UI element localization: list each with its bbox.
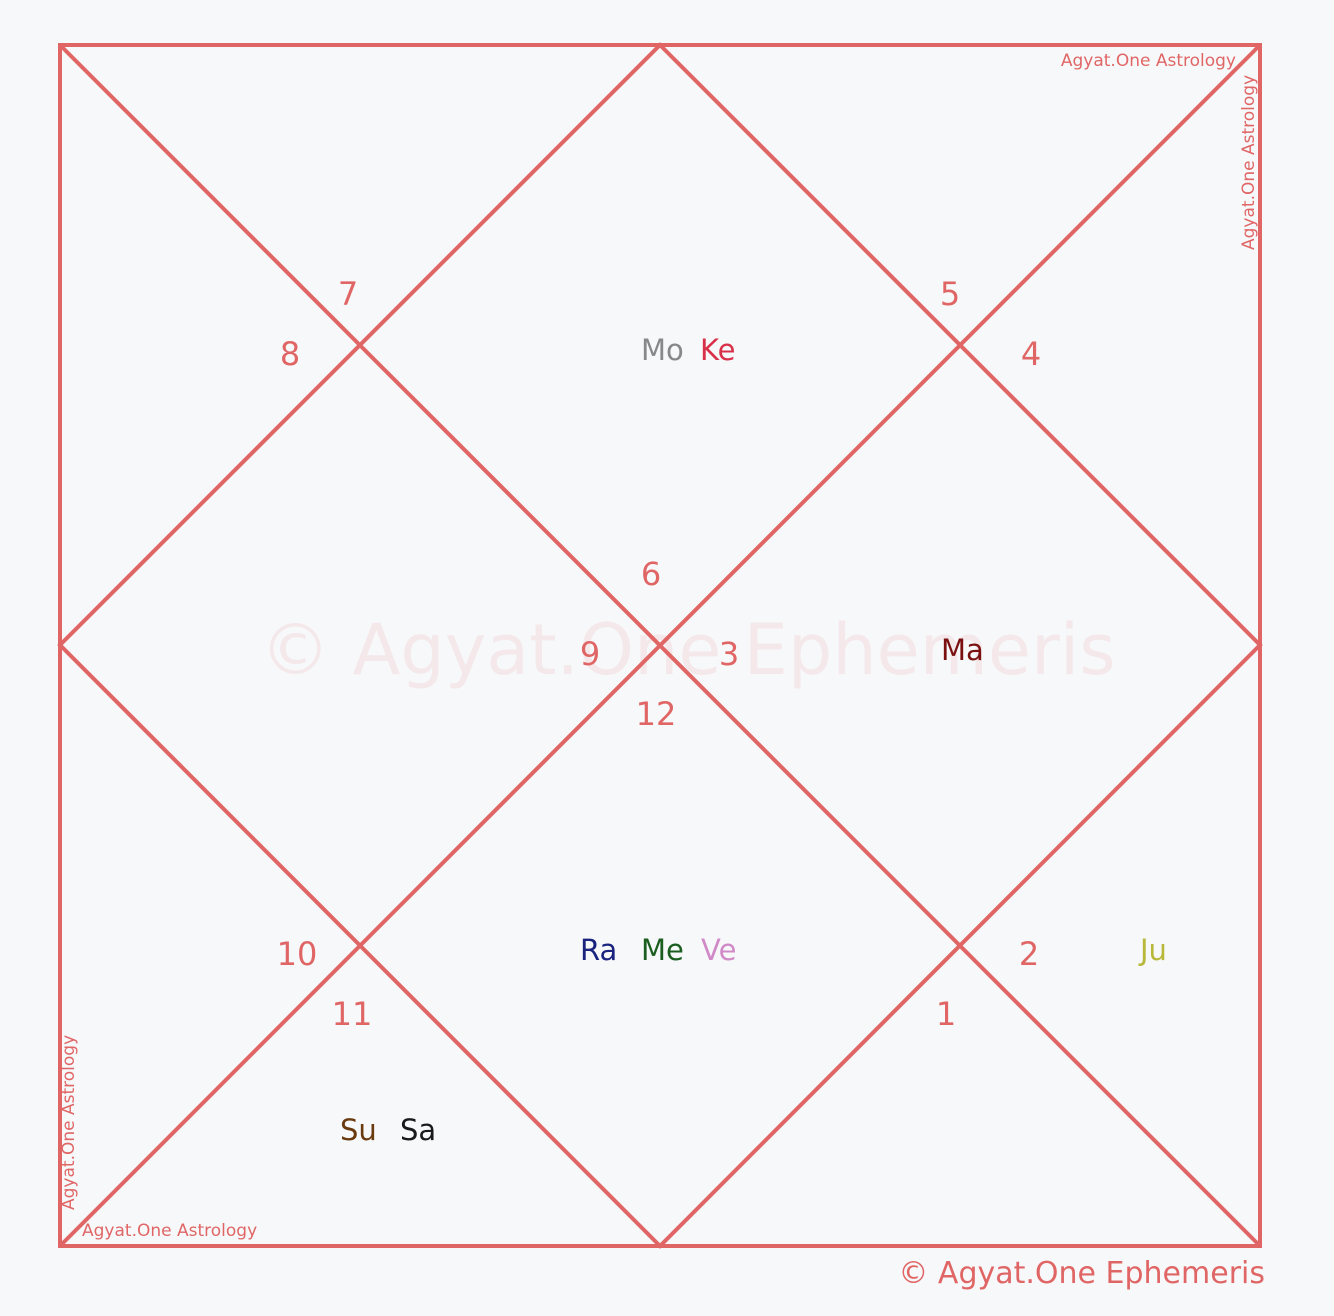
- house-number-10: 10: [277, 935, 318, 973]
- house-number-9: 9: [580, 635, 600, 673]
- house-number-4: 4: [1021, 335, 1041, 373]
- diagonal-tr-bl: [58, 43, 1262, 1248]
- center-watermark: © Agyat.One Ephemeris: [260, 609, 1115, 691]
- planet-rahu: Ra: [580, 933, 617, 967]
- house-number-5: 5: [940, 275, 960, 313]
- house-number-3: 3: [719, 635, 739, 673]
- house-number-7: 7: [338, 275, 358, 313]
- watermark-top-right-vertical: Agyat.One Astrology: [1239, 75, 1259, 250]
- house-number-2: 2: [1019, 935, 1039, 973]
- watermark-bottom-left-horizontal: Agyat.One Astrology: [82, 1221, 257, 1241]
- watermark-bottom-left-vertical: Agyat.One Astrology: [59, 1035, 79, 1210]
- house-number-1: 1: [936, 995, 956, 1033]
- watermark-top-right-horizontal: Agyat.One Astrology: [1061, 51, 1236, 71]
- house-number-11: 11: [332, 995, 373, 1033]
- planet-saturn: Sa: [400, 1113, 436, 1147]
- planet-ketu: Ke: [700, 333, 735, 367]
- copyright-text: © Agyat.One Ephemeris: [898, 1256, 1265, 1291]
- planet-mars: Ma: [941, 633, 984, 667]
- planet-jupiter: Ju: [1138, 933, 1167, 967]
- house-number-8: 8: [280, 335, 300, 373]
- planet-venus: Ve: [701, 933, 736, 967]
- planet-moon: Mo: [641, 333, 684, 367]
- planet-sun: Su: [340, 1113, 377, 1147]
- planet-mercury: Me: [641, 933, 684, 967]
- inner-diamond: [57, 42, 1263, 1249]
- house-number-12: 12: [636, 695, 677, 733]
- house-number-6: 6: [641, 555, 661, 593]
